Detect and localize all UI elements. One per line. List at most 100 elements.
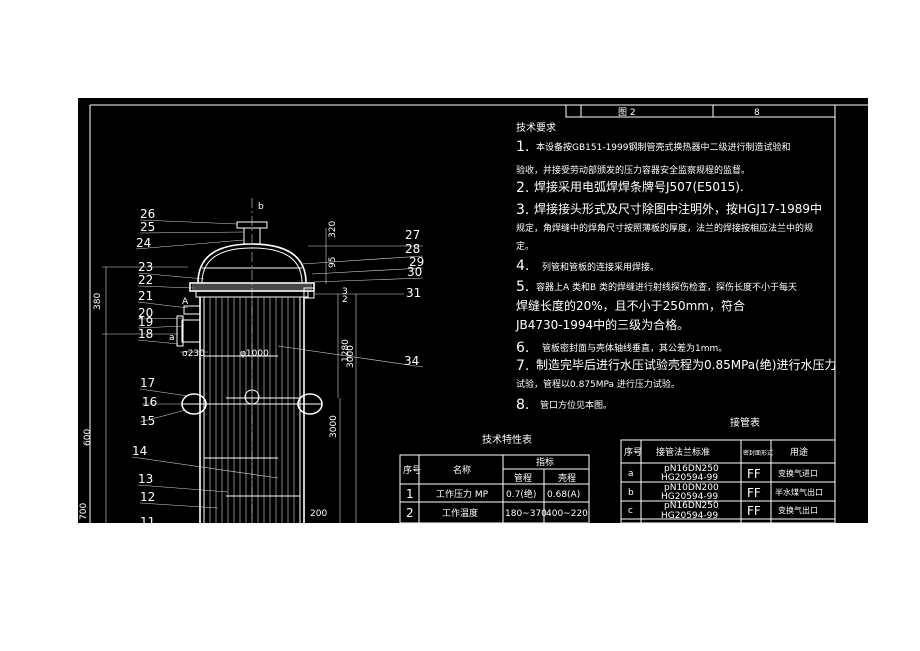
part-number: 13 <box>138 472 153 486</box>
nozzle-row-no: b <box>628 488 634 498</box>
req-num: 4. <box>516 258 529 274</box>
req-line: 验收，并接受劳动部颁发的压力容器安全监察规程的监督。 <box>516 164 750 176</box>
dim-text: 600 <box>83 429 93 446</box>
dim-text: 3 <box>342 287 348 297</box>
title-block-left: 图 2 <box>618 107 636 118</box>
dim-text: 700 <box>79 503 89 520</box>
req-line: JB4730-1994中的三级为合格。 <box>515 317 689 332</box>
req-num: 2. <box>516 180 529 196</box>
part-number: 19 <box>138 315 153 329</box>
nozzle-header-face: 密封面形式 <box>743 449 773 457</box>
nozzle-row-std: HG20594-99 <box>661 473 718 483</box>
spec-row-no: 1 <box>406 487 414 501</box>
spec-row-tube: 180~370 <box>505 509 547 519</box>
nozzle-row-use: 变换气进口 <box>778 468 818 478</box>
req-num: 6. <box>516 340 529 356</box>
leader-line <box>311 267 424 275</box>
title-block-frame <box>565 104 836 118</box>
nozzle-row-use: 变换气出口 <box>778 505 818 515</box>
dimensions: 380 600 700 200 95 1280 3000 3000 320 2 … <box>79 221 357 523</box>
part-number: 17 <box>140 376 155 390</box>
part-number: 24 <box>136 236 151 250</box>
leader-line <box>131 456 279 479</box>
req-line: 试验，管程以0.875MPa 进行压力试验。 <box>516 378 680 390</box>
nozzle-row-std: pN16DN250 <box>664 464 719 474</box>
part-number: 23 <box>138 260 153 274</box>
leader-line <box>137 272 205 280</box>
leader-line <box>139 231 245 234</box>
part-number: 20 <box>138 306 153 320</box>
tube-bundle <box>209 297 295 523</box>
part-number: 25 <box>140 220 155 234</box>
part-number: 26 <box>140 207 155 221</box>
dim-text: 95 <box>328 257 338 268</box>
req-num: 7. <box>516 358 529 374</box>
part-number: 12 <box>140 490 155 504</box>
nozzle-row-face: FF <box>747 486 761 500</box>
dim-text: 2 <box>342 295 348 305</box>
req-line: 焊缝长度的20%，且不小于250mm，符合 <box>516 298 745 313</box>
req-num: 1. <box>516 139 529 155</box>
nozzle-table: 接管表 序号 接管法兰标准 密封面形式 用途 a pN16DN250 HG205… <box>620 416 836 523</box>
nozzle-row-std: HG20594-99 <box>661 492 718 502</box>
leader-line <box>277 345 424 368</box>
leader-line <box>137 339 179 345</box>
req-num: 8. <box>516 397 529 413</box>
req-line: 定。 <box>516 240 534 252</box>
nozzle-a-neck <box>181 319 201 343</box>
nozzle-row-std: HG20594-99 <box>661 511 718 521</box>
nozzle-label-b: b <box>258 202 264 212</box>
spec-header-tube: 管程 <box>514 472 532 484</box>
spec-row-shell: 0.68(A) <box>547 490 580 500</box>
part-callouts-left: 26 25 24 23 22 21 20 19 18 17 16 15 14 1… <box>131 207 279 523</box>
dim-text: 1280 <box>341 339 351 362</box>
part-number: 29 <box>409 255 424 269</box>
vent-nozzle <box>303 287 315 299</box>
part-number: 16 <box>142 395 157 409</box>
spec-row-name: 工作压力 MP <box>436 488 489 500</box>
leader-line <box>137 285 195 289</box>
nozzle-header-std: 接管法兰标准 <box>656 446 710 458</box>
part-number: 30 <box>407 265 422 279</box>
part-number: 11 <box>140 515 155 523</box>
spec-table: 技术特性表 序号 名称 指标 管程 壳程 1 工作压力 MP 0.7(绝) 0.… <box>399 433 590 523</box>
leader-line <box>139 502 219 509</box>
nozzle-row-use: 半水煤气出口 <box>775 487 823 497</box>
nozzle-row-no: a <box>628 469 634 479</box>
tubesheet-fill <box>192 284 312 290</box>
cad-drawing: 图 2 8 技术要求 1. 本设备按GB151-1999钢制管壳式换热器中二级进… <box>79 104 868 523</box>
spec-header-shell: 壳程 <box>558 472 576 484</box>
drawing-canvas: 图 2 8 技术要求 1. 本设备按GB151-1999钢制管壳式换热器中二级进… <box>78 98 868 523</box>
part-number: 21 <box>138 289 153 303</box>
spec-row-shell: 400~220 <box>546 509 588 519</box>
leader-line <box>139 409 187 423</box>
nozzle-A <box>183 305 201 315</box>
dim-text: 200 <box>310 509 327 519</box>
nozzle-header-no: 序号 <box>624 446 642 458</box>
leader-line <box>137 484 229 493</box>
req-line: 列管和管板的连接采用焊接。 <box>542 261 659 273</box>
req-line: 焊接采用电弧焊焊条牌号J507(E5015). <box>534 179 744 194</box>
part-number: 18 <box>138 327 153 341</box>
part-number: 22 <box>138 273 153 287</box>
spec-table-title: 技术特性表 <box>482 433 532 446</box>
nozzle-row-face: FF <box>747 467 761 481</box>
req-line: 容器上A 类和B 类的焊缝进行射线探伤检查，探伤长度不小于每天 <box>536 281 797 293</box>
title-block: 图 2 8 <box>565 104 836 118</box>
spec-row-no: 2 <box>406 506 414 520</box>
req-line: 管板密封面与壳体轴线垂直，其公差为1mm。 <box>542 342 727 354</box>
part-callouts-right: 27 28 29 30 31 34 <box>277 228 424 368</box>
part-number: 27 <box>405 228 420 242</box>
nozzle-header-use: 用途 <box>790 446 808 458</box>
leader-line <box>137 325 185 329</box>
req-num: 5. <box>516 279 529 295</box>
part-number: 14 <box>132 444 147 458</box>
leader-line <box>137 317 185 320</box>
requirements: 技术要求 1. 本设备按GB151-1999钢制管壳式换热器中二级进行制造试验和… <box>515 121 837 413</box>
req-num: 3. <box>516 202 529 218</box>
dim-text: σ230 <box>182 349 205 359</box>
nozzle-row-std: pN10DN200 <box>664 483 719 493</box>
req-line: 管口方位见本图。 <box>540 399 612 411</box>
spec-header-name: 名称 <box>453 464 471 476</box>
spec-header-no: 序号 <box>403 464 421 476</box>
